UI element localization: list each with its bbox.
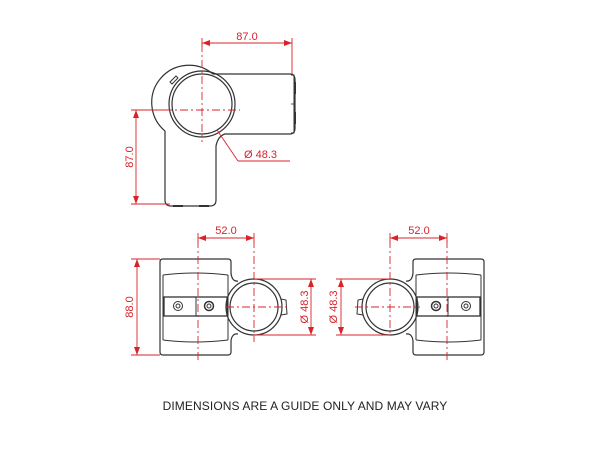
disclaimer-note: DIMENSIONS ARE A GUIDE ONLY AND MAY VARY bbox=[162, 399, 448, 413]
dim-width-87: 87.0 bbox=[236, 31, 257, 43]
dim-height-87: 87.0 bbox=[124, 146, 136, 167]
dim-diameter-left: Ø 48.3 bbox=[299, 290, 311, 323]
top-view: 87.0 87.0 Ø 48.3 bbox=[124, 31, 296, 207]
dim-offset-52-right: 52.0 bbox=[408, 225, 429, 237]
dim-offset-52-left: 52.0 bbox=[215, 225, 236, 237]
dim-height-88: 88.0 bbox=[124, 296, 136, 317]
front-left-view: 52.0 88.0 Ø 48.3 bbox=[124, 225, 316, 362]
dim-diameter-right: Ø 48.3 bbox=[328, 290, 340, 323]
front-right-view: 52.0 Ø 48.3 bbox=[328, 225, 485, 360]
dim-diameter-top: Ø 48.3 bbox=[244, 149, 277, 161]
